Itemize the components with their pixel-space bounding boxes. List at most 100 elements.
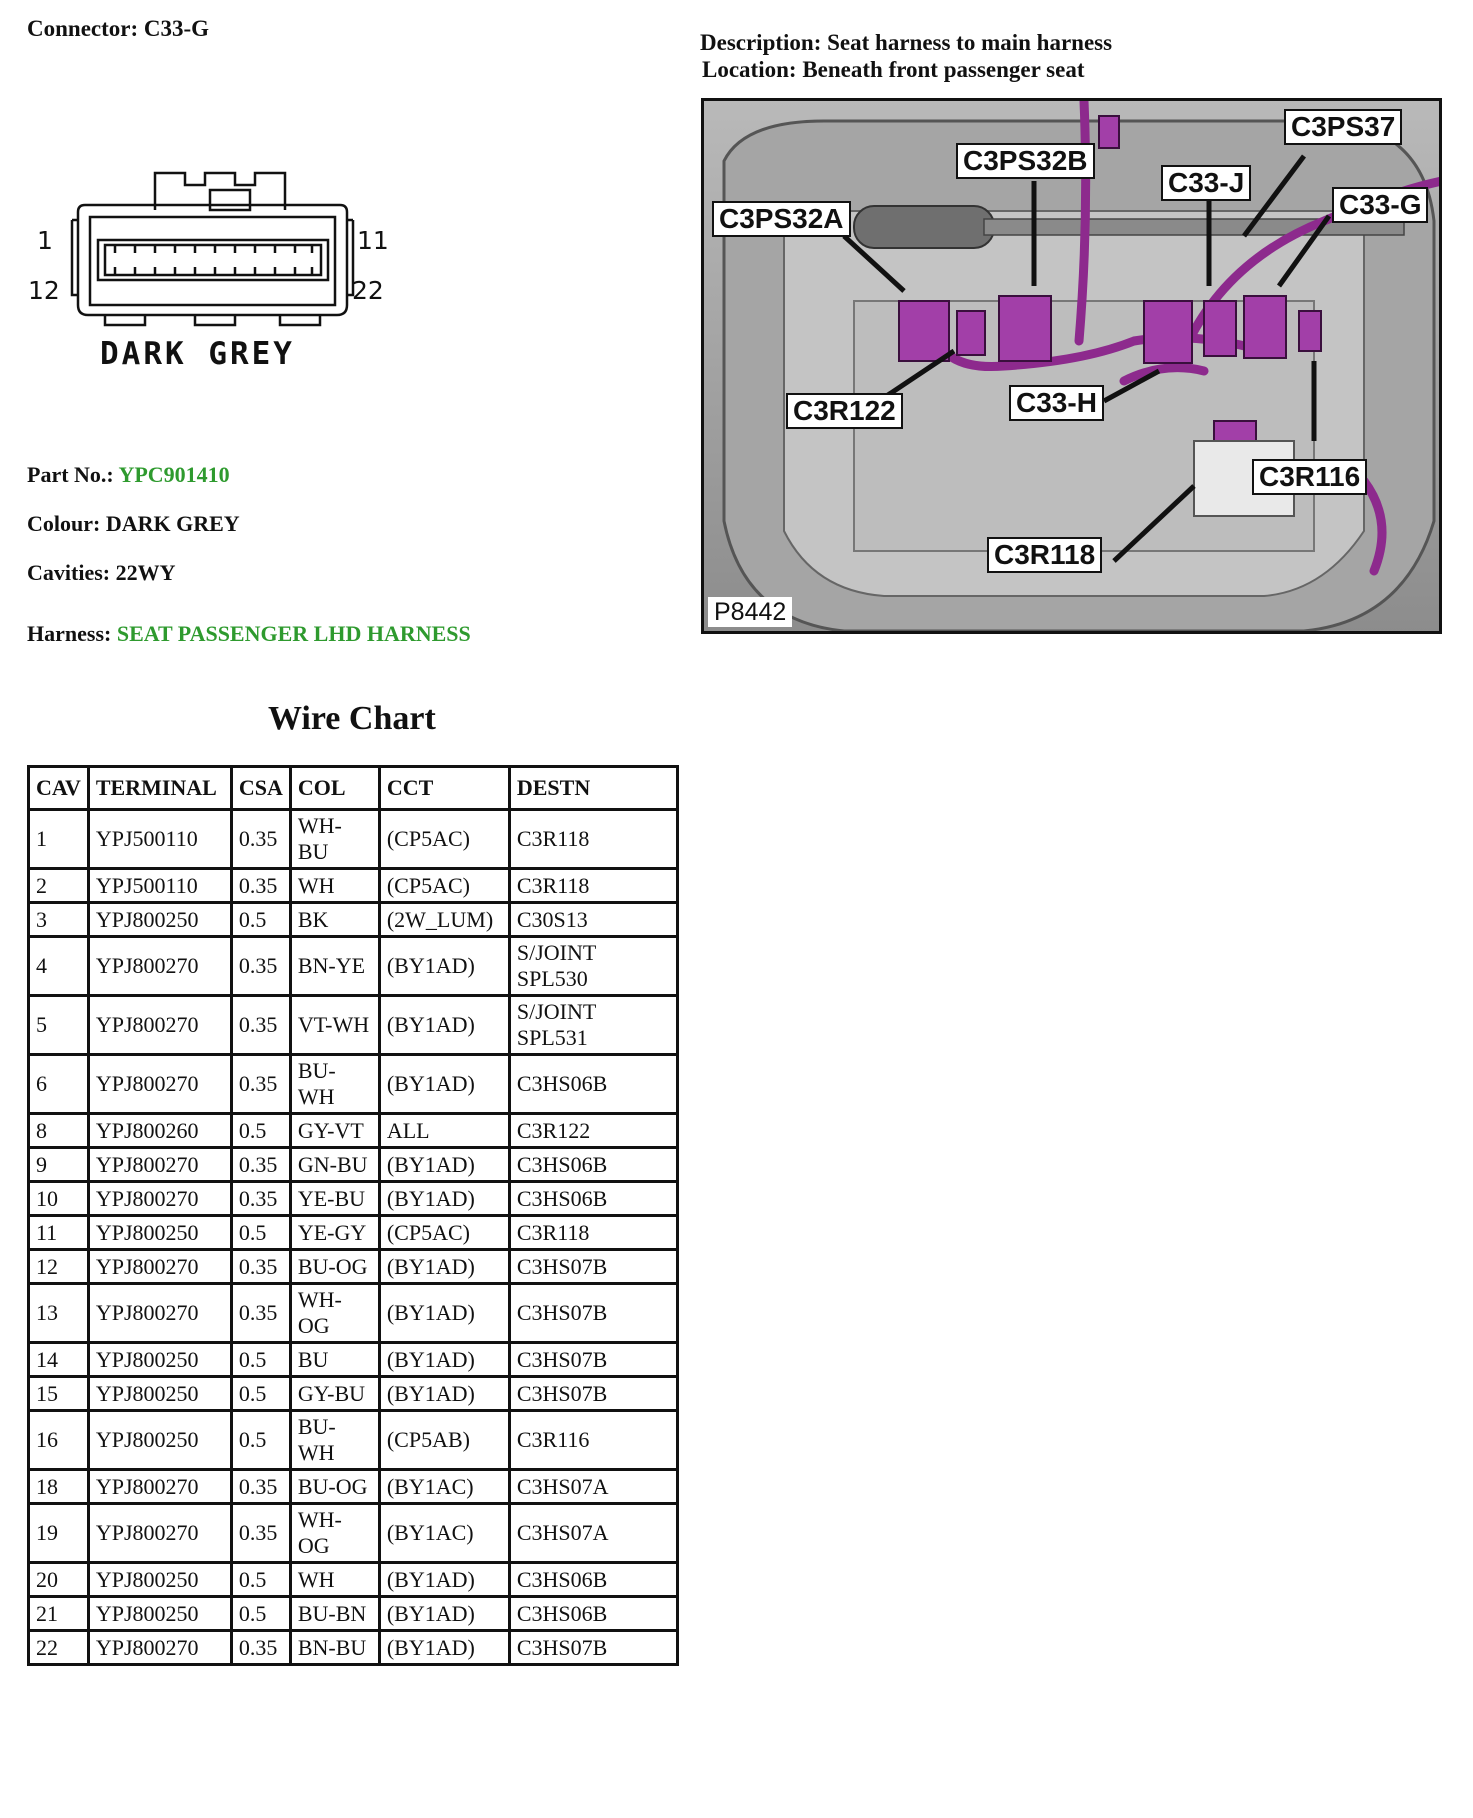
callout-c3ps32b: C3PS32B [956, 143, 1095, 179]
cell-cav: 5 [27, 994, 90, 1056]
cell-cav: 14 [27, 1341, 90, 1378]
callout-c33-h: C33-H [1009, 385, 1104, 421]
cell-terminal: YPJ800270 [86, 1180, 233, 1217]
callout-c3ps37: C3PS37 [1284, 109, 1403, 145]
cell-terminal: YPJ800250 [86, 1375, 233, 1412]
cell-col: YE-GY [288, 1214, 381, 1251]
cell-cct: (BY1AC) [377, 1502, 511, 1564]
cell-cct: (BY1AD) [377, 1146, 511, 1183]
cell-csa: 0.35 [229, 1180, 292, 1217]
cell-cav: 16 [27, 1409, 90, 1471]
cell-cav: 13 [27, 1282, 90, 1344]
part-number-link[interactable]: YPC901410 [118, 462, 230, 487]
cell-cct: (BY1AD) [377, 1375, 511, 1412]
header-terminal: TERMINAL [86, 765, 233, 811]
cell-csa: 0.35 [229, 1502, 292, 1564]
cell-terminal: YPJ800270 [86, 1502, 233, 1564]
cell-col: BU [288, 1341, 381, 1378]
cell-col: BU-BN [288, 1595, 381, 1632]
part-number-label: Part No.: [27, 462, 114, 487]
colour-value: DARK GREY [105, 511, 240, 536]
cell-terminal: YPJ800270 [86, 935, 233, 997]
cell-cct: (BY1AD) [377, 1053, 511, 1115]
location-photo: C3PS37 C3PS32B C33-J C33-G C3PS32A C3R12… [701, 98, 1442, 634]
cell-csa: 0.35 [229, 1282, 292, 1344]
cell-csa: 0.35 [229, 994, 292, 1056]
cell-csa: 0.5 [229, 1561, 292, 1598]
cell-cct: (BY1AD) [377, 1561, 511, 1598]
cell-col: WH [288, 867, 381, 904]
connector-title: Connector: C33-G [27, 16, 210, 41]
cell-csa: 0.35 [229, 935, 292, 997]
cell-cct: (BY1AD) [377, 994, 511, 1056]
harness-label: Harness: [27, 621, 112, 646]
cell-csa: 0.35 [229, 1053, 292, 1115]
cell-csa: 0.5 [229, 1409, 292, 1471]
cell-col: BU-OG [288, 1468, 381, 1505]
cell-cav: 21 [27, 1595, 90, 1632]
cell-terminal: YPJ800270 [86, 1468, 233, 1505]
location-value: Beneath front passenger seat [802, 57, 1085, 82]
cell-destn: C3HS06B [507, 1180, 679, 1217]
callout-c3ps32a: C3PS32A [712, 201, 851, 237]
cell-terminal: YPJ800250 [86, 1409, 233, 1471]
cell-destn: C3HS07B [507, 1248, 679, 1285]
cell-cct: (CP5AB) [377, 1409, 511, 1471]
cell-cct: (BY1AD) [377, 1629, 511, 1666]
cell-terminal: YPJ800250 [86, 1341, 233, 1378]
cell-col: WH-BU [288, 808, 381, 870]
wire-chart-title: Wire Chart [268, 700, 436, 737]
cell-cav: 4 [27, 935, 90, 997]
cell-destn: C3R118 [507, 867, 679, 904]
harness-link[interactable]: SEAT PASSENGER LHD HARNESS [116, 621, 471, 646]
cell-cav: 11 [27, 1214, 90, 1251]
cell-terminal: YPJ800250 [86, 901, 233, 938]
cavities-line: Cavities: 22WY [27, 560, 175, 586]
callout-c3r122: C3R122 [786, 393, 903, 429]
cell-cav: 22 [27, 1629, 90, 1666]
cell-destn: C3HS07B [507, 1375, 679, 1412]
callout-c3r116: C3R116 [1252, 459, 1368, 495]
cell-destn: C3HS07A [507, 1468, 679, 1505]
cell-terminal: YPJ500110 [86, 867, 233, 904]
cavities-value: 22WY [115, 560, 176, 585]
cell-terminal: YPJ800270 [86, 1282, 233, 1344]
cell-cav: 19 [27, 1502, 90, 1564]
cell-cav: 6 [27, 1053, 90, 1115]
cell-csa: 0.5 [229, 1375, 292, 1412]
header-cct: CCT [377, 765, 511, 811]
cell-cct: (BY1AD) [377, 1248, 511, 1285]
cell-destn: S/JOINT SPL530 [507, 935, 679, 997]
harness-line: Harness: SEAT PASSENGER LHD HARNESS [27, 621, 471, 647]
cell-terminal: YPJ800270 [86, 994, 233, 1056]
cell-col: BN-YE [288, 935, 381, 997]
cell-col: BU-WH [288, 1053, 381, 1115]
pin-label-top-right: 11 [357, 226, 389, 255]
cell-destn: C30S13 [507, 901, 679, 938]
cell-col: GY-BU [288, 1375, 381, 1412]
cell-col: BU-OG [288, 1248, 381, 1285]
description-value: Seat harness to main harness [827, 30, 1113, 55]
pin-label-bottom-right: 22 [352, 276, 384, 305]
part-number-line: Part No.: YPC901410 [27, 462, 230, 488]
cell-terminal: YPJ800250 [86, 1595, 233, 1632]
cell-cct: ALL [377, 1112, 511, 1149]
cell-destn: C3HS06B [507, 1053, 679, 1115]
cell-csa: 0.5 [229, 1214, 292, 1251]
cell-cct: (BY1AD) [377, 1595, 511, 1632]
cavities-label: Cavities: [27, 560, 111, 585]
